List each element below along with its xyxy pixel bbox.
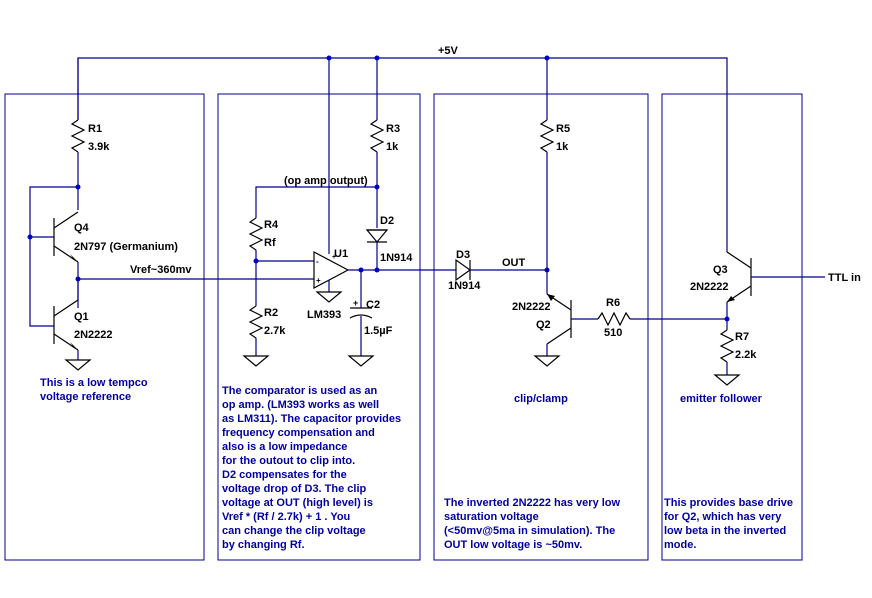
note-reference-line2: voltage reference <box>40 391 131 403</box>
note-reference-line1: This is a low tempco <box>40 377 148 389</box>
d2-ref: D2 <box>380 215 394 227</box>
q2-ref: Q2 <box>536 319 551 331</box>
note-comparator-line11: can change the clip voltage <box>222 525 366 537</box>
note-comparator-line4: frequency compensation and <box>222 427 375 439</box>
resistor-r7: R7 2.2k <box>713 329 757 386</box>
note-comparator-line10: Vref * (Rf / 2.7k) + 1 . You <box>222 511 350 523</box>
supply-label: +5V <box>438 45 459 57</box>
resistor-r3: R3 1k <box>369 119 400 228</box>
opamp-u1: - + + U1 LM393 <box>307 248 377 321</box>
r3-value: 1k <box>386 141 399 153</box>
u1-minus: - <box>316 257 319 266</box>
note-comparator-line5: also is a low impedance <box>222 441 347 453</box>
q2-value: 2N2222 <box>512 301 551 313</box>
diode-d2: D2 1N914 <box>365 215 413 268</box>
resistor-r1: R1 3.9k <box>70 58 110 210</box>
note-comparator-line6: for the outout to clip into. <box>222 455 355 467</box>
r2-value: 2.7k <box>264 325 286 337</box>
note-comparator-line9: voltage at OUT (high level) is <box>222 497 373 509</box>
out-label: OUT <box>502 257 526 269</box>
r6-ref: R6 <box>606 297 620 309</box>
r1-ref: R1 <box>88 123 102 135</box>
note-comparator-line12: by changing Rf. <box>222 539 305 551</box>
reference-section-box <box>4 93 205 561</box>
ttl-in-label: TTL in <box>828 272 861 284</box>
q1-ref: Q1 <box>74 311 89 323</box>
r1-value: 3.9k <box>88 141 110 153</box>
d3-ref: D3 <box>456 249 470 261</box>
comparator-section-box <box>217 93 421 561</box>
u1-vplus: + <box>332 254 336 261</box>
note-follower-line3: low beta in the inverted <box>664 525 786 537</box>
u1-ref: U1 <box>334 248 348 260</box>
c2-value: 1.5µF <box>364 325 393 337</box>
note-comparator-line7: D2 compensates for the <box>222 469 347 481</box>
diode-d3: D3 1N914 <box>448 249 547 292</box>
note-clip-line4: OUT low voltage is ~50mv. <box>444 539 582 551</box>
follower-section-box <box>661 93 803 561</box>
u1-value: LM393 <box>307 309 341 321</box>
q4-value: 2N797 (Germanium) <box>74 241 178 253</box>
transistor-q4: Q4 2N797 (Germanium) <box>53 211 178 300</box>
note-follower-line4: mode. <box>664 539 696 551</box>
resistor-r5: R5 1k <box>539 119 570 294</box>
clip-section-box <box>433 93 649 561</box>
supply-rail: +5V <box>77 45 728 254</box>
c2-plus: + <box>353 298 358 308</box>
capacitor-c2: + C2 1.5µF <box>347 270 393 367</box>
opamp-output-label: (op amp output) <box>284 175 368 187</box>
q3-ref: Q3 <box>713 264 728 276</box>
note-follower-line2: for Q2, which has very <box>664 511 782 523</box>
u1-plus: + <box>316 276 321 285</box>
ground-q1 <box>64 350 92 371</box>
resistor-r2: R2 2.7k <box>242 305 286 367</box>
note-clip-line2: saturation voltage <box>444 511 539 523</box>
q1-value: 2N2222 <box>74 329 113 341</box>
d2-value: 1N914 <box>380 252 413 264</box>
note-comparator-line2: op amp. (LM393 works as well <box>222 399 379 411</box>
vref-label: Vref~360mv <box>130 264 192 276</box>
r3-ref: R3 <box>386 123 400 135</box>
transistor-q1: Q1 2N2222 <box>53 279 113 351</box>
note-comparator-line1: The comparator is used as an <box>222 385 378 397</box>
q3-value: 2N2222 <box>690 281 729 293</box>
note-clip-line1: The inverted 2N2222 has very low <box>444 497 621 509</box>
r7-value: 2.2k <box>735 349 757 361</box>
r6-value: 510 <box>604 327 622 339</box>
note-follower-line1: This provides base drive <box>664 497 793 509</box>
r4-ref: R4 <box>264 219 279 231</box>
r7-ref: R7 <box>735 331 749 343</box>
note-comparator-line8: voltage drop of D3. The clip <box>222 483 367 495</box>
resistor-r6: R6 510 <box>597 297 727 339</box>
note-clip-line3: (<50mv@5ma in simulation). The <box>444 525 615 537</box>
r2-ref: R2 <box>264 307 278 319</box>
q4-ref: Q4 <box>74 222 90 234</box>
r5-value: 1k <box>556 141 569 153</box>
transistor-q2: 2N2222 Q2 <box>512 293 572 367</box>
transistor-q3: Q3 2N2222 <box>690 251 752 330</box>
note-comparator-line3: as LM311). The capacitor provides <box>222 413 401 425</box>
d3-value: 1N914 <box>448 280 481 292</box>
c2-ref: C2 <box>366 299 380 311</box>
r4-value: Rf <box>264 237 276 249</box>
follower-title: emitter follower <box>680 393 763 405</box>
clip-title: clip/clamp <box>514 393 568 405</box>
r5-ref: R5 <box>556 123 570 135</box>
